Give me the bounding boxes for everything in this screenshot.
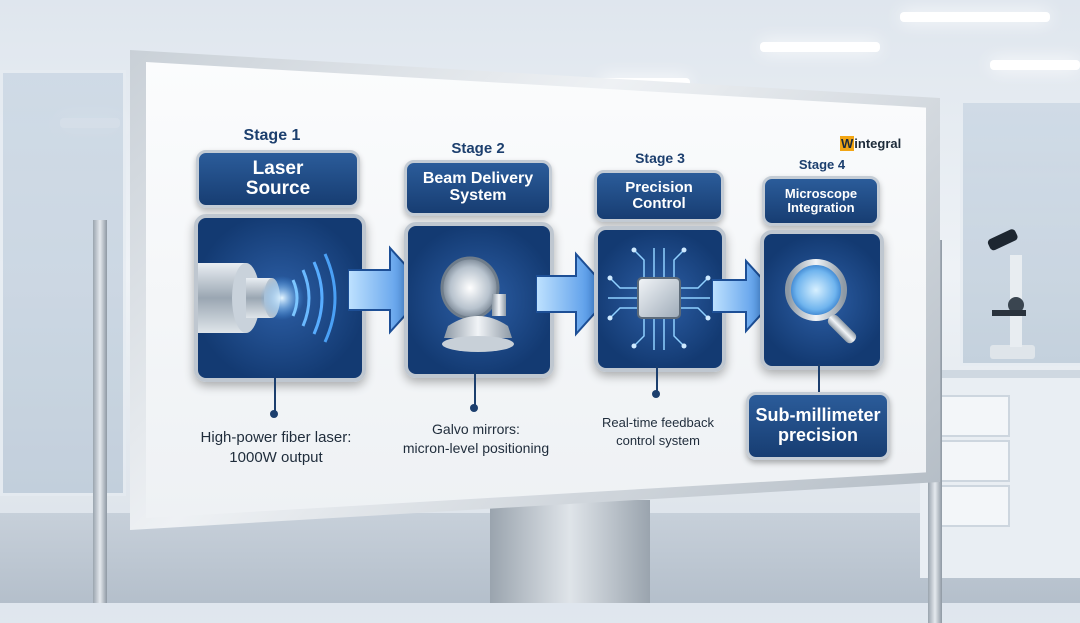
bench-drawer [936,440,1010,482]
stage-2-connector-dot [470,404,478,412]
galvo-mirror-icon [440,256,514,352]
stage-1-connector-dot [270,410,278,418]
ceiling-light [990,60,1080,70]
stage-3-connector-dot [652,390,660,398]
stage-1-panel [194,214,366,382]
stage-3-connector [656,366,658,392]
stage-2-connector [474,372,476,406]
ceiling-light [900,12,1050,22]
stage-1-label: Stage 1 [243,127,301,144]
stage-1-description: High-power fiber laser:1000W output [200,429,352,467]
stage-2-label: Stage 2 [451,140,505,157]
stand-base [490,500,650,603]
laser-emitter-icon [198,253,337,343]
stage-3-label: Stage 3 [635,150,685,166]
brand-logo: Wintegral [840,136,902,151]
bench-drawer [936,395,1010,437]
microscope-icon [987,229,1035,359]
stage-4-label: Stage 4 [798,157,846,172]
stage-4-connector [818,364,820,392]
stage-2-description: Galvo mirrors:micron-level positioning [402,421,550,456]
ceiling-light [760,42,880,52]
microchip-icon [607,247,711,350]
stage-4-panel [760,230,884,370]
background-window [0,70,126,496]
stage-2-panel [404,222,554,378]
stage-3-panel [594,226,726,372]
stage-1-connector [274,378,276,412]
stand-post-left [93,220,107,603]
bench-drawer [936,485,1010,527]
magnifier-icon [785,259,857,344]
